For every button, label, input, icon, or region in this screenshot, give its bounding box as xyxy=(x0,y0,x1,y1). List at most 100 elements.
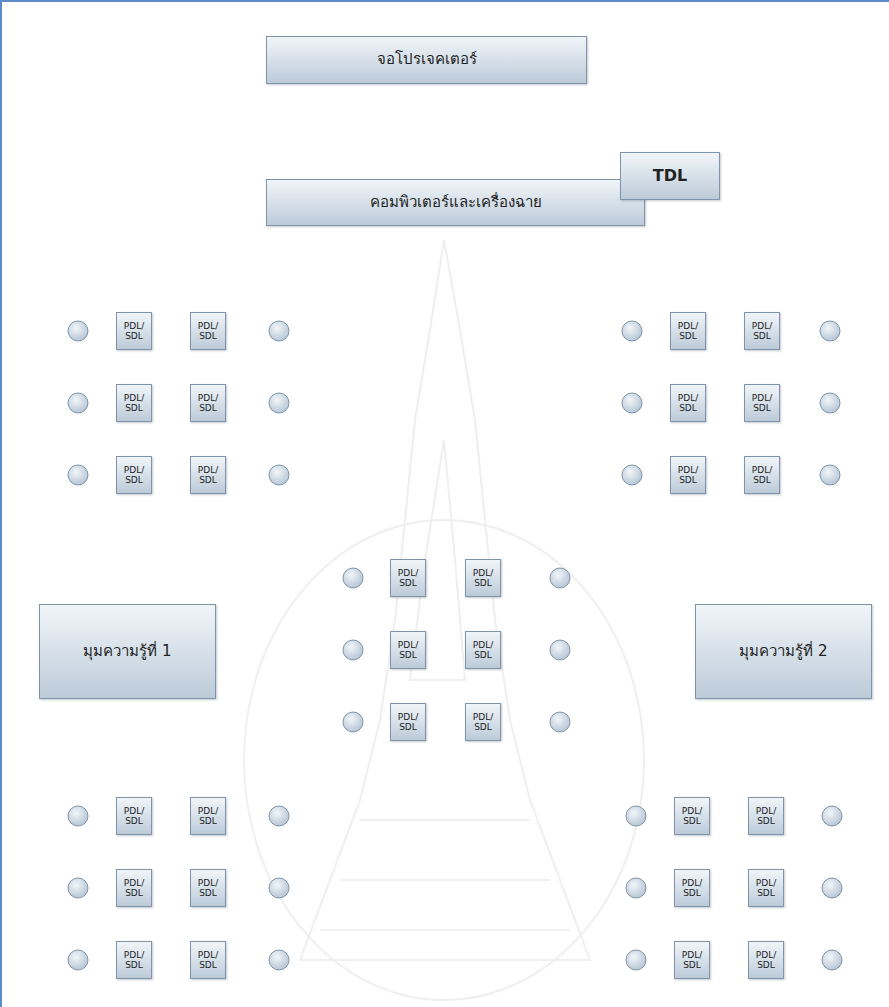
box-label: PDL/ SDL xyxy=(118,321,150,342)
chair xyxy=(820,393,840,413)
box-label: PDL/ SDL xyxy=(392,640,424,661)
chair xyxy=(820,465,840,485)
chair xyxy=(622,465,642,485)
student-desk: PDL/ SDL xyxy=(744,312,780,350)
chair xyxy=(626,950,646,970)
box-label: PDL/ SDL xyxy=(192,806,224,827)
box-label: TDL xyxy=(653,166,687,187)
student-desk: PDL/ SDL xyxy=(670,312,706,350)
student-desk: PDL/ SDL xyxy=(465,631,501,669)
box-label: PDL/ SDL xyxy=(118,950,150,971)
student-desk: PDL/ SDL xyxy=(190,797,226,835)
student-desk: PDL/ SDL xyxy=(190,941,226,979)
chair xyxy=(822,950,842,970)
box-label: มุมความรู้ที่ 1 xyxy=(83,642,171,662)
box-label: PDL/ SDL xyxy=(672,393,704,414)
chair xyxy=(343,640,363,660)
computer-desk: คอมพิวเตอร์และเครื่องฉาย xyxy=(266,179,645,226)
box-label: PDL/ SDL xyxy=(118,393,150,414)
box-label: PDL/ SDL xyxy=(672,321,704,342)
box-label: PDL/ SDL xyxy=(192,878,224,899)
box-label: PDL/ SDL xyxy=(746,393,778,414)
student-desk: PDL/ SDL xyxy=(390,703,426,741)
chair xyxy=(269,950,289,970)
knowledge-corner: มุมความรู้ที่ 1 xyxy=(39,604,216,699)
chair xyxy=(622,321,642,341)
chair xyxy=(550,712,570,732)
box-label: PDL/ SDL xyxy=(746,465,778,486)
student-desk: PDL/ SDL xyxy=(674,869,710,907)
box-label: PDL/ SDL xyxy=(746,321,778,342)
chair xyxy=(68,393,88,413)
chair xyxy=(550,568,570,588)
student-desk: PDL/ SDL xyxy=(744,384,780,422)
box-label: PDL/ SDL xyxy=(676,950,708,971)
box-label: PDL/ SDL xyxy=(192,393,224,414)
box-label: PDL/ SDL xyxy=(192,321,224,342)
student-desk: PDL/ SDL xyxy=(674,797,710,835)
chair xyxy=(820,321,840,341)
knowledge-corner: มุมความรู้ที่ 2 xyxy=(695,604,872,699)
student-desk: PDL/ SDL xyxy=(116,941,152,979)
student-desk: PDL/ SDL xyxy=(748,797,784,835)
chair xyxy=(68,806,88,826)
chair xyxy=(343,568,363,588)
box-label: PDL/ SDL xyxy=(467,640,499,661)
chair xyxy=(626,878,646,898)
chair xyxy=(68,321,88,341)
student-desk: PDL/ SDL xyxy=(465,703,501,741)
box-label: PDL/ SDL xyxy=(118,878,150,899)
box-label: PDL/ SDL xyxy=(676,878,708,899)
student-desk: PDL/ SDL xyxy=(674,941,710,979)
student-desk: PDL/ SDL xyxy=(116,456,152,494)
student-desk: PDL/ SDL xyxy=(670,456,706,494)
student-desk: PDL/ SDL xyxy=(748,941,784,979)
box-label: จอโปรเจคเตอร์ xyxy=(377,50,477,70)
student-desk: PDL/ SDL xyxy=(390,559,426,597)
student-desk: PDL/ SDL xyxy=(116,869,152,907)
student-desk: PDL/ SDL xyxy=(116,384,152,422)
chair xyxy=(626,806,646,826)
chair xyxy=(343,712,363,732)
student-desk: PDL/ SDL xyxy=(744,456,780,494)
student-desk: PDL/ SDL xyxy=(116,312,152,350)
box-label: PDL/ SDL xyxy=(118,806,150,827)
student-desk: PDL/ SDL xyxy=(748,869,784,907)
box-label: PDL/ SDL xyxy=(118,465,150,486)
box-label: PDL/ SDL xyxy=(467,712,499,733)
chair xyxy=(622,393,642,413)
box-label: PDL/ SDL xyxy=(676,806,708,827)
student-desk: PDL/ SDL xyxy=(670,384,706,422)
chair xyxy=(269,878,289,898)
student-desk: PDL/ SDL xyxy=(465,559,501,597)
student-desk: PDL/ SDL xyxy=(190,312,226,350)
box-label: PDL/ SDL xyxy=(392,712,424,733)
chair xyxy=(822,878,842,898)
student-desk: PDL/ SDL xyxy=(190,869,226,907)
box-label: คอมพิวเตอร์และเครื่องฉาย xyxy=(370,193,542,213)
student-desk: PDL/ SDL xyxy=(116,797,152,835)
chair xyxy=(269,806,289,826)
chair xyxy=(269,393,289,413)
teacher-desk: TDL xyxy=(620,152,720,200)
chair xyxy=(822,806,842,826)
chair xyxy=(550,640,570,660)
box-label: PDL/ SDL xyxy=(467,568,499,589)
student-desk: PDL/ SDL xyxy=(390,631,426,669)
box-label: PDL/ SDL xyxy=(192,465,224,486)
student-desk: PDL/ SDL xyxy=(190,456,226,494)
chair xyxy=(68,950,88,970)
box-label: PDL/ SDL xyxy=(392,568,424,589)
box-label: PDL/ SDL xyxy=(750,950,782,971)
projector-screen: จอโปรเจคเตอร์ xyxy=(266,36,587,84)
chair xyxy=(269,465,289,485)
box-label: PDL/ SDL xyxy=(750,806,782,827)
chair xyxy=(269,321,289,341)
box-label: PDL/ SDL xyxy=(672,465,704,486)
chair xyxy=(68,465,88,485)
watermark-emblem xyxy=(244,240,644,1000)
box-label: PDL/ SDL xyxy=(750,878,782,899)
chair xyxy=(68,878,88,898)
